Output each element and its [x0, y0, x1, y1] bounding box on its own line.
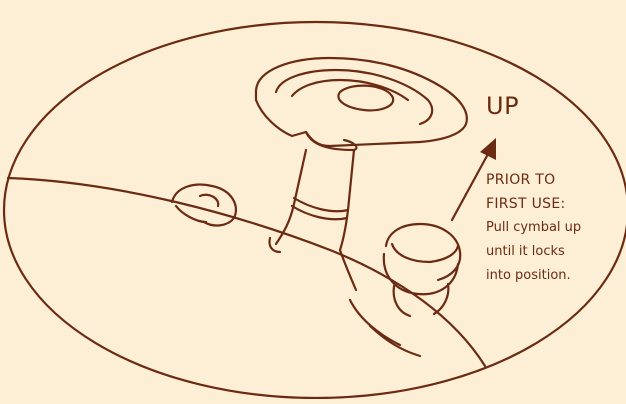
cap-ridge-2 [290, 78, 410, 102]
right-knob-rim [390, 242, 460, 264]
up-arrow-shaft [450, 152, 490, 222]
housing-outline-2 [368, 324, 422, 358]
stem-base [268, 236, 282, 254]
left-knob [170, 183, 238, 227]
direction-label: UP [486, 92, 520, 120]
housing-outline [348, 298, 402, 347]
cap-center [337, 84, 395, 112]
note-line-3: Pull cymbal up [486, 220, 582, 235]
right-knob-neck [392, 284, 412, 318]
cap-ridge-1 [274, 68, 434, 126]
note-line-2: FIRST USE: [486, 196, 566, 212]
right-knob-neck-2 [432, 282, 450, 316]
cap-underside [304, 130, 358, 152]
cap-top [254, 56, 468, 148]
detail-ellipse [2, 20, 626, 400]
right-knob-face [382, 252, 460, 296]
left-knob-inner [198, 193, 220, 208]
stem-left [274, 148, 308, 246]
instruction-note: PRIOR TO FIRST USE: Pull cymbal up until… [486, 168, 622, 288]
stem-base-right [338, 248, 358, 292]
note-line-5: into position. [486, 268, 571, 283]
stem-right [338, 148, 356, 252]
body-curve [6, 176, 487, 368]
up-arrow-head [480, 138, 496, 160]
right-knob [384, 222, 462, 282]
left-knob-base [174, 204, 208, 224]
stem-ring [292, 196, 350, 213]
note-line-1: PRIOR TO [486, 172, 556, 188]
stem-ring-2 [290, 204, 349, 221]
note-line-4: until it locks [486, 244, 565, 259]
